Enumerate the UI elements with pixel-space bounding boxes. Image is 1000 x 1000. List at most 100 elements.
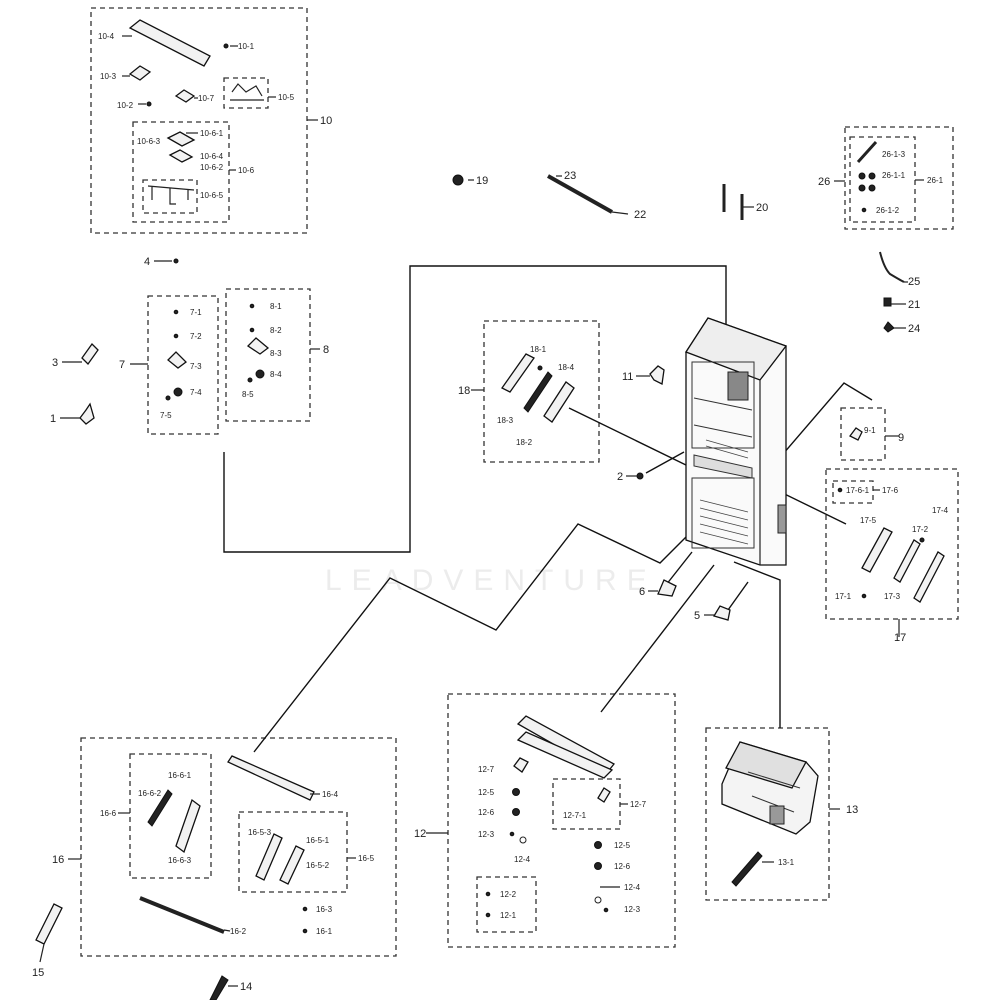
part-10-3-shape xyxy=(128,65,152,81)
group-box-8 xyxy=(225,288,311,422)
label-16-1: 16-1 xyxy=(316,927,333,936)
label-10-2: 10-2 xyxy=(117,101,134,110)
part-26-1-2-shape xyxy=(861,207,867,213)
label-9-1: 9-1 xyxy=(864,426,876,435)
part-26-1-1-shape xyxy=(858,172,876,192)
part-18-3-shape xyxy=(501,353,535,393)
part-12-5-shape xyxy=(512,788,520,796)
label-3: 3 xyxy=(52,357,58,369)
label-16-5-3: 16-5-3 xyxy=(248,828,272,837)
label-4: 4 xyxy=(144,256,150,268)
label-23: 23 xyxy=(564,170,576,182)
label-10-6-1: 10-6-1 xyxy=(200,129,224,138)
label-20: 20 xyxy=(756,202,768,214)
group-box-17-6 xyxy=(832,480,874,504)
group-box-13 xyxy=(705,727,830,901)
label-15: 15 xyxy=(32,967,44,979)
label-18-1: 18-1 xyxy=(530,345,547,354)
label-24: 24 xyxy=(908,323,920,335)
label-12-6-b: 12-6 xyxy=(614,862,631,871)
label-16-6: 16-6 xyxy=(100,809,117,818)
label-17-6: 17-6 xyxy=(882,486,899,495)
group-box-10-6 xyxy=(132,121,230,223)
part-7-5-shape xyxy=(165,395,171,401)
part-7-3-shape xyxy=(167,351,187,369)
group-box-9 xyxy=(840,407,886,461)
label-14: 14 xyxy=(240,981,252,993)
label-13-1: 13-1 xyxy=(778,858,795,867)
label-7-1: 7-1 xyxy=(190,308,202,317)
label-12-5-a: 12-5 xyxy=(478,788,495,797)
label-17-2: 17-2 xyxy=(912,525,929,534)
part-5-shape xyxy=(713,605,731,621)
label-10-7: 10-7 xyxy=(198,94,215,103)
part-8-3-shape xyxy=(246,337,270,355)
part-14-shape xyxy=(209,975,229,1000)
label-12-3-b: 12-3 xyxy=(624,905,641,914)
part-8-2-shape xyxy=(249,327,255,333)
part-17-5-shape xyxy=(861,527,893,573)
label-26: 26 xyxy=(818,176,830,188)
label-16-5-2: 16-5-2 xyxy=(306,861,330,870)
label-26-1-3: 26-1-3 xyxy=(882,150,906,159)
label-13: 13 xyxy=(846,804,858,816)
refrigerator-cabinet xyxy=(685,317,788,566)
label-16-6-1: 16-6-1 xyxy=(168,771,192,780)
part-10-6-5-shape xyxy=(147,185,195,205)
label-16-4: 16-4 xyxy=(322,790,339,799)
label-12-1: 12-1 xyxy=(500,911,517,920)
part-3-shape xyxy=(81,342,99,366)
label-26-1-1: 26-1-1 xyxy=(882,171,906,180)
label-16: 16 xyxy=(52,854,64,866)
part-12-6-b-shape xyxy=(594,862,602,870)
connector-line-13 xyxy=(733,561,781,728)
part-10-6-4-shape xyxy=(168,149,194,163)
label-6: 6 xyxy=(639,586,645,598)
part-18-1-shape xyxy=(537,365,543,371)
connector-line-7-8 xyxy=(223,265,727,553)
part-17-4-shape xyxy=(913,551,945,603)
label-16-5-1: 16-5-1 xyxy=(306,836,330,845)
group-box-10-5 xyxy=(223,77,269,109)
part-17-2-shape xyxy=(919,537,925,543)
label-7-3: 7-3 xyxy=(190,362,202,371)
part-7-4-shape xyxy=(173,387,183,397)
connector-line-12 xyxy=(600,564,715,713)
label-16-2: 16-2 xyxy=(230,927,247,936)
part-6-shape xyxy=(657,579,677,597)
label-16-6-2: 16-6-2 xyxy=(138,789,162,798)
part-10-7-shape xyxy=(174,89,196,103)
group-box-26-1 xyxy=(849,136,916,223)
label-10-6-3: 10-6-3 xyxy=(137,137,161,146)
connector-line-5 xyxy=(727,581,749,611)
label-18-3: 18-3 xyxy=(497,416,514,425)
label-18-2: 18-2 xyxy=(516,438,533,447)
part-2-shape xyxy=(636,472,644,480)
part-7-1-shape xyxy=(173,309,179,315)
label-17: 17 xyxy=(894,632,906,644)
label-7-5: 7-5 xyxy=(160,411,172,420)
label-10-6-2: 10-6-2 xyxy=(200,163,224,172)
part-7-2-shape xyxy=(173,333,179,339)
part-10-2-shape xyxy=(146,101,152,107)
part-12-4-b-shape xyxy=(594,896,602,904)
label-10-4: 10-4 xyxy=(98,32,115,41)
label-1: 1 xyxy=(50,413,56,425)
label-9: 9 xyxy=(898,432,904,444)
label-21: 21 xyxy=(908,299,920,311)
part-22-shape xyxy=(547,174,613,214)
part-12-frame-shape xyxy=(516,715,615,779)
label-12-5-b: 12-5 xyxy=(614,841,631,850)
watermark: LEADVENTURE xyxy=(325,564,657,597)
part-8-1-shape xyxy=(249,303,255,309)
label-12-4-a: 12-4 xyxy=(514,855,531,864)
connector-line-18 xyxy=(568,407,689,467)
label-7-4: 7-4 xyxy=(190,388,202,397)
label-12-6-a: 12-6 xyxy=(478,808,495,817)
label-11: 11 xyxy=(622,371,633,383)
part-12-7-shape xyxy=(513,757,529,773)
label-19: 19 xyxy=(476,175,488,187)
part-10-1-shape xyxy=(223,43,229,49)
group-box-16-5 xyxy=(238,811,348,893)
group-box-26 xyxy=(844,126,954,230)
